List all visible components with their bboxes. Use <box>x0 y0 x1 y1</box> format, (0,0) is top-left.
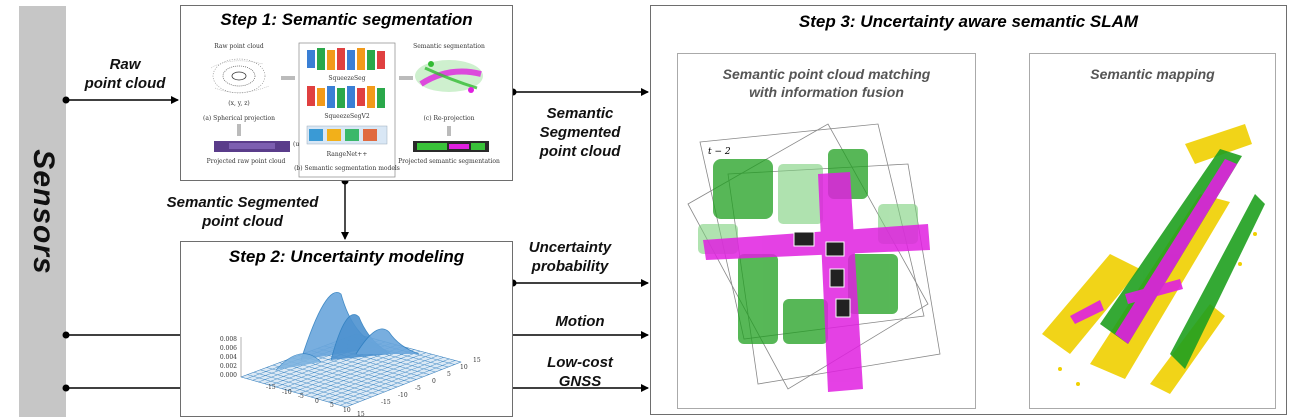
fig-projected-semantic: Projected semantic segmentation <box>398 158 500 165</box>
arrow-gnss <box>62 384 649 392</box>
label-motion: Motion <box>555 313 605 330</box>
x-tick: 5 <box>330 402 334 409</box>
label-uncertainty-probability: Uncertainty probability <box>528 239 612 275</box>
uncertainty-surface-plot: 0.008 0.006 0.004 0.002 0.000 -15 -10 -5… <box>220 292 481 418</box>
x-tick: -15 <box>266 384 276 391</box>
mesh-line <box>340 360 456 406</box>
arrow-step2-to-step3 <box>509 279 649 287</box>
fig-xyz: (x, y, z) <box>228 100 249 107</box>
frame-label: t − 2 <box>708 147 731 157</box>
arrow-motion <box>62 331 649 339</box>
y-tick: -10 <box>398 392 408 399</box>
fig-model-1: SqueezeSeg <box>328 75 365 82</box>
model-rangenet <box>306 125 388 145</box>
y-tick: -5 <box>415 385 421 392</box>
step3-box: Step 3: Uncertainty aware semantic SLAM … <box>650 5 1287 415</box>
step3-title: Step 3: Uncertainty aware semantic SLAM <box>798 12 1139 31</box>
fig-projected-raw: Projected raw point cloud <box>207 158 286 165</box>
y-tick: 15 <box>473 357 481 364</box>
mesh-line <box>334 358 450 404</box>
x-tick: -10 <box>282 389 292 396</box>
matching-image: t − 2 <box>687 123 941 392</box>
step1-title: Step 1: Semantic segmentation <box>220 10 473 29</box>
y-tick: 5 <box>447 371 451 378</box>
arrow-step1-to-step3 <box>509 88 649 96</box>
mapping-panel: Semantic mapping <box>1029 53 1276 409</box>
z-tick: 0.006 <box>220 345 237 352</box>
label-raw-point-cloud: Raw point cloud <box>84 56 166 92</box>
segmentation-figure: Raw point cloud (x, y, z) (a) Spherical … <box>203 42 500 178</box>
y-tick: 0 <box>432 378 436 385</box>
model-squeezesegv2 <box>307 86 385 108</box>
model-squeezeseg <box>307 48 385 70</box>
x-tick: 10 <box>343 407 351 414</box>
fig-semantic-caption: Semantic segmentation <box>413 43 485 50</box>
semantic-cloud-image <box>415 60 483 93</box>
mapping-image <box>1042 124 1265 394</box>
z-tick: 0.002 <box>220 363 237 370</box>
fig-raw-caption: Raw point cloud <box>214 43 264 50</box>
fig-models-caption: (b) Semantic segmentation models <box>294 165 400 172</box>
label-low-cost-gnss: Low-cost GNSS <box>547 354 613 390</box>
label-semantic-segmented-top: Semantic Segmented point cloud <box>539 105 621 160</box>
step1-box: Step 1: Semantic segmentation Raw point … <box>180 5 513 181</box>
label-semantic-segmented-down: Semantic Segmented point cloud <box>166 194 319 230</box>
z-tick: 0.000 <box>220 372 237 379</box>
step2-title: Step 2: Uncertainty modeling <box>228 247 465 266</box>
arrow-raw-to-step1 <box>62 96 179 104</box>
x-tick: -5 <box>298 393 304 400</box>
mesh-line <box>345 361 462 408</box>
fig-model-2: SqueezeSegV2 <box>324 113 369 120</box>
z-tick: 0.008 <box>220 336 237 343</box>
raw-cloud-image <box>210 58 270 94</box>
y-tick: -15 <box>381 399 391 406</box>
matching-title: Semantic point cloud matching with infor… <box>722 66 931 100</box>
step2-box: Step 2: Uncertainty modeling 0.008 0.006… <box>180 241 513 418</box>
z-tick: 0.004 <box>220 354 237 361</box>
x-tick: 15 <box>357 411 365 418</box>
matching-panel: Semantic point cloud matching with infor… <box>677 53 976 409</box>
sensors-bar: Sensors <box>19 6 66 417</box>
y-tick: 10 <box>460 364 468 371</box>
fig-reprojection: (c) Re-projection <box>424 115 475 122</box>
fig-spherical: (a) Spherical projection <box>203 115 275 122</box>
mapping-title: Semantic mapping <box>1090 66 1215 82</box>
x-tick: 0 <box>315 398 319 405</box>
arrow-step1-to-step2 <box>341 177 349 240</box>
fig-model-3: RangeNet++ <box>327 151 368 158</box>
